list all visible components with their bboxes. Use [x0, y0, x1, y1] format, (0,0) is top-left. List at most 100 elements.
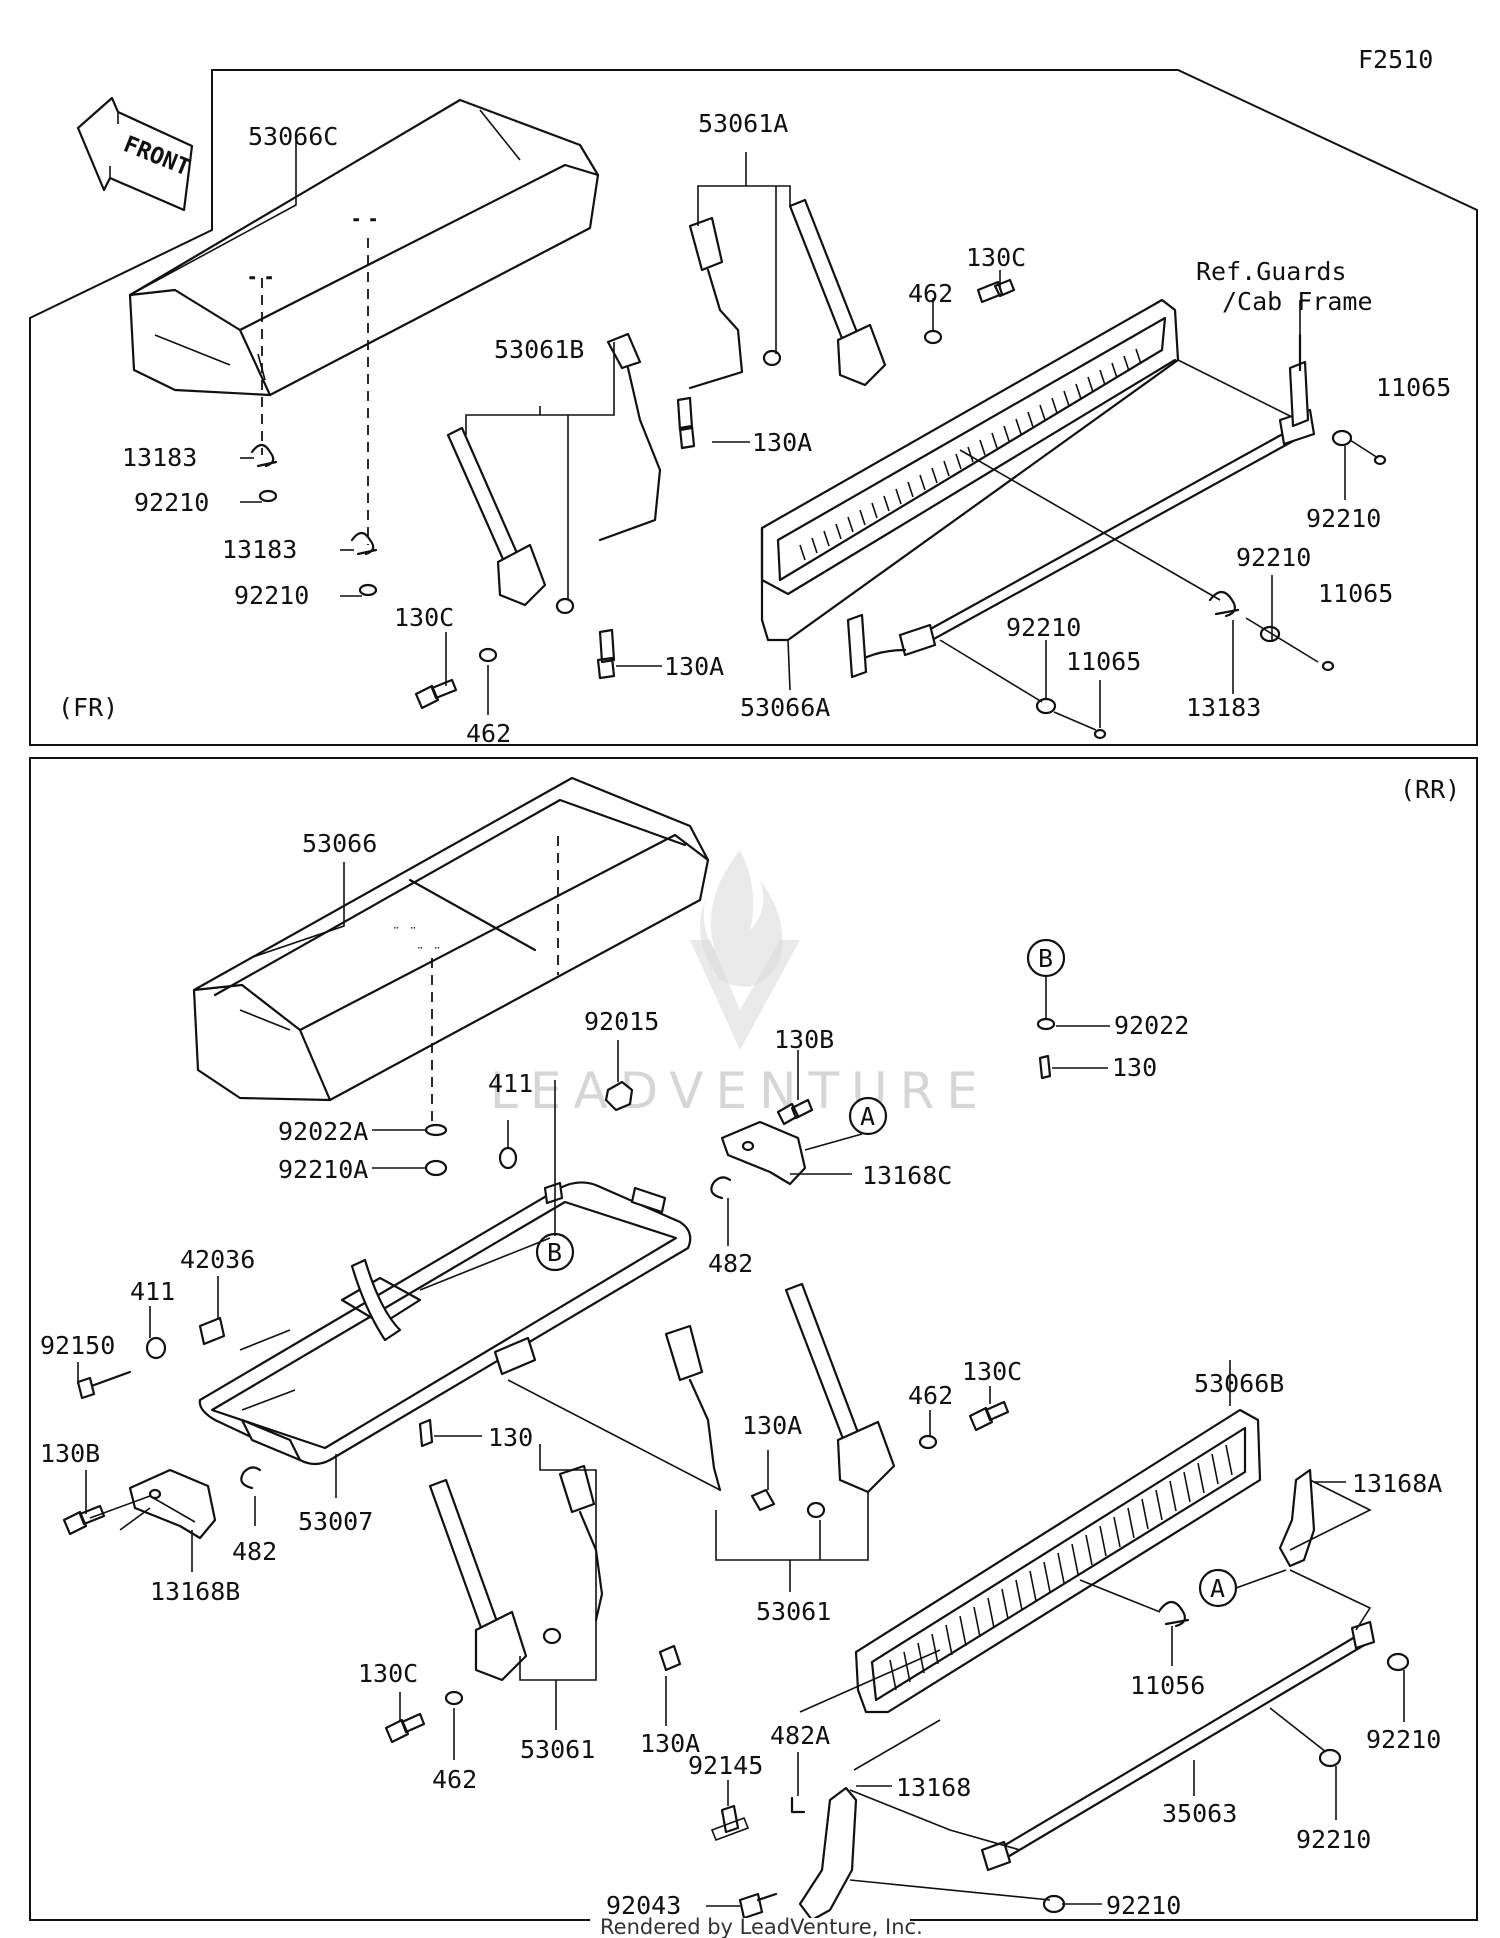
bolt-130-b — [418, 1418, 434, 1448]
washer-411-a — [498, 1146, 518, 1170]
part-label: 92210A — [278, 1155, 368, 1184]
part-label: 92210 — [1006, 613, 1081, 642]
footer-credit: Rendered by LeadVenture, Inc. — [600, 1915, 923, 1938]
washer-462-c — [918, 1434, 938, 1450]
rear-seat-back — [854, 1408, 1262, 1714]
callout-a-1: A — [848, 1096, 888, 1136]
rr-leader-lines — [77, 862, 1405, 1907]
part-label: 130A — [640, 1729, 700, 1758]
part-label: 462 — [908, 279, 953, 308]
washer-92022 — [1036, 1017, 1056, 1031]
nut-92210-f — [1386, 1652, 1410, 1672]
part-label: 53066A — [740, 693, 830, 722]
washer-462-a — [923, 329, 943, 345]
seat-belt-53061a — [688, 198, 887, 390]
clip-482a — [790, 1796, 806, 1814]
clip-13183-c — [1208, 590, 1240, 618]
bolt-130b-a — [776, 1098, 814, 1126]
part-label: 53066B — [1194, 1369, 1284, 1398]
bolt-130a-a — [676, 396, 696, 450]
part-label: 53066 — [302, 829, 377, 858]
clip-11056 — [1158, 1600, 1190, 1628]
bolt-130b-b — [62, 1504, 106, 1536]
clip-13183-a — [250, 443, 278, 468]
cap-11065-c — [1093, 728, 1107, 740]
bolt-130a-d — [658, 1644, 682, 1672]
part-label: 130A — [752, 428, 812, 457]
fr-leader-lines — [129, 138, 1379, 731]
bolt-130c-d — [384, 1712, 426, 1744]
part-label: 130 — [1112, 1053, 1157, 1082]
bolt-130a-b — [596, 628, 616, 680]
part-label: 482 — [708, 1249, 753, 1278]
bolt-130-a — [1038, 1054, 1052, 1080]
part-label: 130A — [742, 1411, 802, 1440]
part-label: 92043 — [606, 1891, 681, 1920]
part-label: 11065 — [1318, 579, 1393, 608]
part-label: 35063 — [1162, 1799, 1237, 1828]
nut-92210-c — [1331, 429, 1353, 447]
part-label: 130C — [394, 603, 454, 632]
section-label-rr: (RR) — [1400, 775, 1460, 804]
section-label-fr: (FR) — [58, 693, 118, 722]
washer-92022a — [424, 1123, 448, 1137]
leadventure-watermark: LEADVENTURE — [490, 850, 990, 1120]
part-label: 92210 — [1296, 1825, 1371, 1854]
callout-a-2: A — [1198, 1568, 1238, 1608]
part-label: 130C — [358, 1659, 418, 1688]
bolt-130a-c — [750, 1488, 776, 1512]
nut-92210a — [424, 1159, 448, 1177]
part-label: 53061 — [756, 1597, 831, 1626]
part-label: 462 — [908, 1381, 953, 1410]
part-label: 130 — [488, 1423, 533, 1452]
svg-text:¨ ¨: ¨ ¨ — [416, 946, 441, 962]
part-label: 53061A — [698, 109, 788, 138]
part-label: 462 — [466, 719, 511, 748]
bolt-130c-a — [976, 278, 1016, 304]
part-label: 53061 — [520, 1735, 595, 1764]
front-arrow-icon: FRONT — [76, 96, 194, 212]
ref-note-line1: Ref.Guards — [1196, 257, 1347, 286]
svg-text:¨ ¨: ¨ ¨ — [392, 926, 417, 942]
part-label: 92210 — [1106, 1891, 1181, 1920]
front-seat-bar — [846, 333, 1316, 679]
part-label: 92022A — [278, 1117, 368, 1146]
callout-b-letter: B — [1038, 944, 1053, 973]
washer-462-b — [478, 647, 498, 663]
watermark-text: LEADVENTURE — [490, 1062, 990, 1120]
part-label: 92210 — [134, 488, 209, 517]
pin-92043 — [738, 1892, 778, 1920]
part-label: 482 — [232, 1537, 277, 1566]
part-label: 13168C — [862, 1161, 952, 1190]
part-label: 13168B — [150, 1577, 240, 1606]
part-label: 411 — [130, 1277, 175, 1306]
part-label: 11056 — [1130, 1671, 1205, 1700]
part-label: 42036 — [180, 1245, 255, 1274]
part-label: 92015 — [584, 1007, 659, 1036]
rear-seat-cushion — [192, 776, 710, 1102]
clip-13183-b — [350, 531, 378, 556]
callout-a-letter: A — [860, 1102, 875, 1131]
nut-92210-b — [358, 583, 378, 597]
part-label: 13183 — [1186, 693, 1261, 722]
part-label: 53061B — [494, 335, 584, 364]
callout-b-letter: B — [547, 1238, 562, 1267]
callout-a-letter: A — [1210, 1574, 1225, 1603]
bolt-130c-b — [414, 678, 458, 710]
part-label: 482A — [770, 1721, 830, 1750]
nut-92210-a — [258, 489, 278, 503]
part-label: 92210 — [1306, 504, 1381, 533]
figure-code: F2510 — [1358, 45, 1433, 74]
part-label: 92210 — [1236, 543, 1311, 572]
washer-411-b — [145, 1336, 167, 1360]
fr-section-frame — [29, 69, 1478, 746]
part-label: 13183 — [122, 443, 197, 472]
nut-92210-g — [1318, 1748, 1342, 1768]
svg-text:¨ ¨: ¨ ¨ — [352, 218, 377, 234]
clip-482-a — [710, 1176, 732, 1200]
bracket-13168a — [1278, 1468, 1316, 1568]
part-label: 411 — [488, 1069, 533, 1098]
part-label: 13168 — [896, 1773, 971, 1802]
clip-482-b — [240, 1466, 262, 1490]
